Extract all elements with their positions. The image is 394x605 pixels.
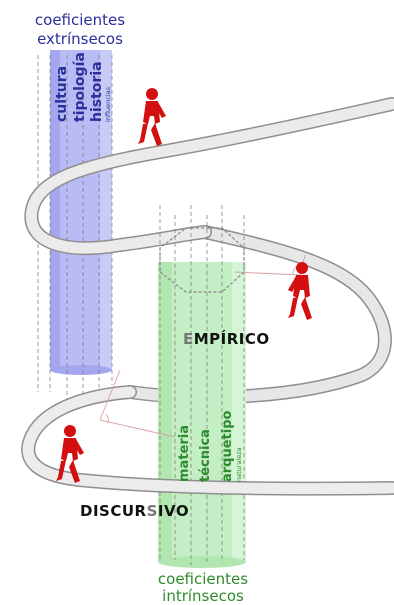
intrinsic-sub-factor: naturaleza — [235, 447, 243, 482]
level-discursivo: DISCURSIVO — [80, 502, 189, 520]
walking-person-icon — [56, 425, 84, 483]
extrinsic-heading-line2: extrínsecos — [37, 30, 123, 48]
intrinsic-factor-materia: materia — [177, 425, 192, 482]
walking-person-icon — [138, 88, 166, 146]
intrinsic-heading-line2: intrínsecos — [162, 587, 244, 605]
intrinsic-factor-arquetipo: arquetipo — [220, 410, 235, 482]
extrinsic-factor-tipologia: tipología — [72, 52, 88, 122]
extrinsic-guide-lines — [37, 55, 113, 400]
extrinsic-column — [50, 50, 112, 375]
walking-person-icon — [288, 262, 312, 320]
intrinsic-column-top — [159, 227, 245, 293]
intrinsic-heading-line1: coeficientes — [158, 570, 248, 588]
sight-lines — [99, 254, 306, 438]
intrinsic-factor-tecnica: técnica — [198, 429, 213, 482]
extrinsic-heading-line1: coeficientes — [35, 11, 125, 29]
extrinsic-factor-cultura: cultura — [54, 66, 70, 122]
level-empirico: EMPÍRICO — [183, 329, 270, 348]
extrinsic-sub-factor: influencias — [104, 86, 112, 122]
extrinsic-factor-historia: historia — [89, 61, 105, 122]
